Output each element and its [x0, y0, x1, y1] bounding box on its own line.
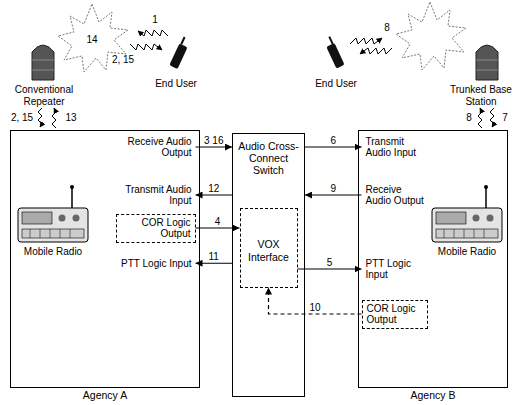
node-text: Receive Audio Output — [118, 136, 192, 159]
node-text: COR Logic Output — [367, 303, 424, 326]
logic-port-box: COR Logic Output — [116, 214, 196, 243]
node-text: Audio Cross-Connect Switch — [233, 134, 304, 176]
signal-number: 9 — [329, 183, 337, 194]
agency-box: Agency BTransmit Audio InputReceive Audi… — [358, 130, 508, 388]
repeater-silo — [32, 45, 54, 80]
mobile-radio-icon — [18, 185, 88, 242]
site-label: Trunked Base Station — [448, 84, 514, 107]
signal-number: 4 — [214, 216, 222, 227]
port-label: PTT Logic Input — [362, 258, 426, 281]
radio-link — [138, 30, 168, 36]
node-text: Transmit Audio Input — [366, 136, 426, 159]
signal-connector — [305, 146, 362, 147]
handheld-radio — [323, 36, 345, 69]
radio-link — [350, 38, 382, 44]
mobile-radio-icon — [432, 185, 502, 242]
agency-name: Agency B — [359, 389, 507, 401]
port-label: Transmit Audio Input — [118, 184, 196, 207]
agency-box: Agency AReceive Audio OutputTransmit Aud… — [10, 130, 200, 388]
signal-number: 5 — [326, 257, 334, 268]
node-text: COR Logic Output — [120, 217, 191, 240]
signal-connector — [298, 268, 362, 269]
signal-number: 6 — [329, 135, 337, 146]
device-label: End User — [308, 78, 364, 90]
logic-port-box: COR Logic Output — [362, 300, 428, 329]
signal-connector — [196, 194, 233, 195]
callout-number: 2, 15 — [8, 112, 36, 124]
callout-number: 2, 15 — [108, 54, 138, 66]
signal-connector — [196, 263, 233, 264]
port-label: PTT Logic Input — [118, 258, 196, 270]
device-label: End User — [148, 78, 204, 90]
signal-connector — [196, 146, 233, 147]
radio-link — [478, 108, 482, 128]
signal-number: 11 — [208, 251, 220, 262]
port-label: Receive Audio Output — [118, 136, 196, 159]
signal-number: 12 — [207, 183, 220, 194]
device-label: Mobile Radio — [12, 246, 94, 258]
callout-number: 13 — [62, 112, 80, 124]
radio-link — [360, 48, 392, 54]
vox-interface-box: VOX Interface — [240, 208, 298, 288]
node-text: Receive Audio Output — [366, 184, 426, 207]
agency-name: Agency A — [11, 389, 199, 401]
radio-link — [130, 44, 162, 50]
handheld-radio — [169, 36, 191, 69]
port-label: Receive Audio Output — [362, 184, 426, 207]
signal-connector — [305, 194, 362, 195]
node-text: VOX Interface — [244, 232, 294, 262]
callout-number: 1 — [148, 14, 162, 26]
radio-link — [52, 108, 56, 128]
callout-number: 8 — [462, 112, 476, 124]
site-label: Conventional Repeater — [4, 84, 84, 107]
port-label: Transmit Audio Input — [362, 136, 426, 159]
node-text: PTT Logic Input — [118, 258, 192, 270]
callout-number: 7 — [498, 112, 512, 124]
radio-link — [38, 108, 42, 127]
switch-box: Audio Cross-Connect SwitchVOX Interface — [232, 133, 305, 397]
node-text: PTT Logic Input — [366, 258, 426, 281]
node-text: Transmit Audio Input — [118, 184, 192, 207]
device-label: Mobile Radio — [426, 246, 508, 258]
signal-number: 10 — [308, 302, 321, 313]
signal-number: 3 16 — [203, 135, 224, 146]
base-station-silo — [476, 45, 498, 80]
callout-number: 14 — [84, 34, 100, 46]
signal-connector — [269, 288, 362, 315]
callout-number: 8 — [380, 22, 394, 34]
radio-link — [490, 108, 494, 127]
radio-burst — [396, 2, 466, 70]
